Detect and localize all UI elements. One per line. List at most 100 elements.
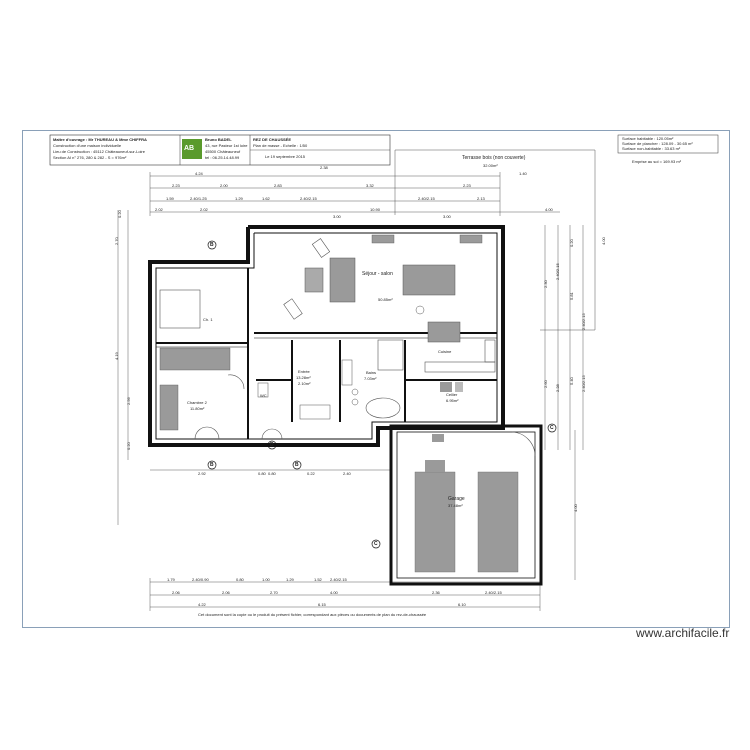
dim-label: 2.56 (126, 397, 131, 405)
dim-label: 2.40 (343, 471, 351, 476)
stairs (341, 359, 353, 386)
owner-line: Construction d'une maison individuelle (53, 143, 122, 148)
dim-label: 2.40/2.15 (300, 196, 317, 201)
door-leaf (283, 298, 303, 320)
bathroom-furniture (257, 339, 404, 440)
garage-furniture (414, 431, 536, 573)
dim-label: 1.00 (262, 577, 270, 582)
marker-letter: B (270, 442, 274, 448)
dim-label: 2.70 (270, 590, 278, 595)
dim-label: 1.29 (286, 577, 294, 582)
door-swing (261, 428, 283, 440)
dim-label: 0.80 (236, 577, 244, 582)
sink (351, 388, 359, 396)
room-label-cuisine: Cuisine (438, 349, 452, 354)
appliance (440, 382, 452, 392)
wardrobe (159, 347, 231, 371)
exterior-walls (148, 225, 505, 447)
room-label-chambre1: Ch. 1 (203, 317, 213, 322)
dim-label: 1.52 (314, 577, 322, 582)
dim-label: 1.62 (262, 196, 270, 201)
dim-label: 4.00 (601, 237, 606, 245)
dim-label: 0.20 (569, 239, 574, 247)
dim-label: 2.00 (220, 183, 228, 188)
dim-label: 1.59 (166, 196, 174, 201)
room-area: 13.28m² (296, 375, 311, 380)
date-line: Le 19 septembre 2015 (265, 154, 306, 159)
cabinet (371, 234, 395, 244)
sink (351, 398, 359, 406)
dim-label: 2.23 (172, 183, 180, 188)
cabinet (459, 234, 483, 244)
dim-label: 2.30 (543, 280, 548, 288)
car-hood (425, 460, 445, 472)
bedroom-furniture (159, 289, 245, 440)
shower (377, 339, 404, 371)
dim-label: 2.70 (114, 237, 119, 245)
room-label-cellier: Cellier (446, 392, 458, 397)
kitchen-counter (484, 339, 496, 363)
stairs (299, 404, 331, 420)
dining-table (402, 264, 456, 296)
kitchen-counter (424, 361, 496, 373)
dim-label: 1.29 (235, 196, 243, 201)
dimension-lines-left (117, 210, 129, 525)
dim-label: 4.19 (114, 352, 119, 360)
dim-label: 6.15 (318, 602, 326, 607)
dim-label: 1.79 (167, 577, 175, 582)
room-label-sejour: Séjour - salon (362, 271, 393, 277)
marker-letter: B (295, 462, 299, 468)
dimension-lines-top (149, 172, 560, 216)
logo-text: AB (184, 145, 195, 152)
terrace-label: Terrasse bois (non couverte) (462, 155, 526, 161)
dim-label: 0.20 (117, 210, 122, 218)
room-area: 6.95m² (446, 398, 459, 403)
dim-label: 3.00 (443, 214, 451, 219)
car (477, 471, 519, 573)
dimension-lines-right (544, 225, 584, 580)
dim-label: 10.90 (370, 207, 381, 212)
plan-line: Plan de masse - Echelle : 1/50 (253, 143, 308, 148)
dim-label: 2.40/1.25 (190, 196, 207, 201)
marker-letter: B (210, 242, 214, 248)
dim-label: 3.00 (333, 214, 341, 219)
dim-label: 2.13 (477, 196, 485, 201)
sofa (329, 257, 356, 303)
marker-letter: C (374, 541, 378, 547)
dim-label: 2.60 (543, 380, 548, 388)
plan-line: REZ DE CHAUSSÉE (253, 137, 292, 142)
dim-label: 2.02 (200, 207, 208, 212)
room-label-wc: WC (260, 393, 267, 398)
dim-label: 0.20 (126, 442, 131, 450)
door-swing (194, 426, 220, 440)
owner-line: Section AI n° 276, 280 & 282 - S = 976m² (53, 155, 127, 160)
watermark: www.archifacile.fr (636, 626, 730, 640)
bathtub (365, 397, 401, 419)
dim-label: 2.06 (172, 590, 180, 595)
dim-label: 3.32 (366, 183, 374, 188)
dim-label: 2.40/2.15 (581, 313, 586, 330)
dim-label: 4.00 (545, 207, 553, 212)
dim-label: 4.00 (573, 504, 578, 512)
car (414, 471, 456, 573)
dim-label: 5.81 (569, 292, 574, 300)
dim-label: 2.40/2.15 (485, 590, 502, 595)
dim-label: 5.40 (569, 377, 574, 385)
title-block (49, 134, 391, 166)
toilet (257, 382, 269, 398)
room-area: 11.80m² (190, 406, 205, 411)
owner-line: Maître d'ouvrage : Mr THUREAU & Mme CHIF… (53, 137, 147, 142)
dim-label: 2.06 (222, 590, 230, 595)
dim-label: 2.02 (155, 207, 163, 212)
terrace-area: 32.00m² (483, 163, 498, 168)
kitchen-furniture (424, 339, 496, 392)
appliance (455, 382, 463, 392)
dim-label: 4.22 (198, 602, 206, 607)
dim-label: 2.36 (432, 590, 440, 595)
dim-label: 0.22 (307, 471, 315, 476)
living-room-furniture (283, 234, 483, 343)
marker-letter: C (550, 425, 554, 431)
company-line: 43, rue Pasteur 1st loire (205, 143, 248, 148)
door-swing (227, 374, 245, 390)
